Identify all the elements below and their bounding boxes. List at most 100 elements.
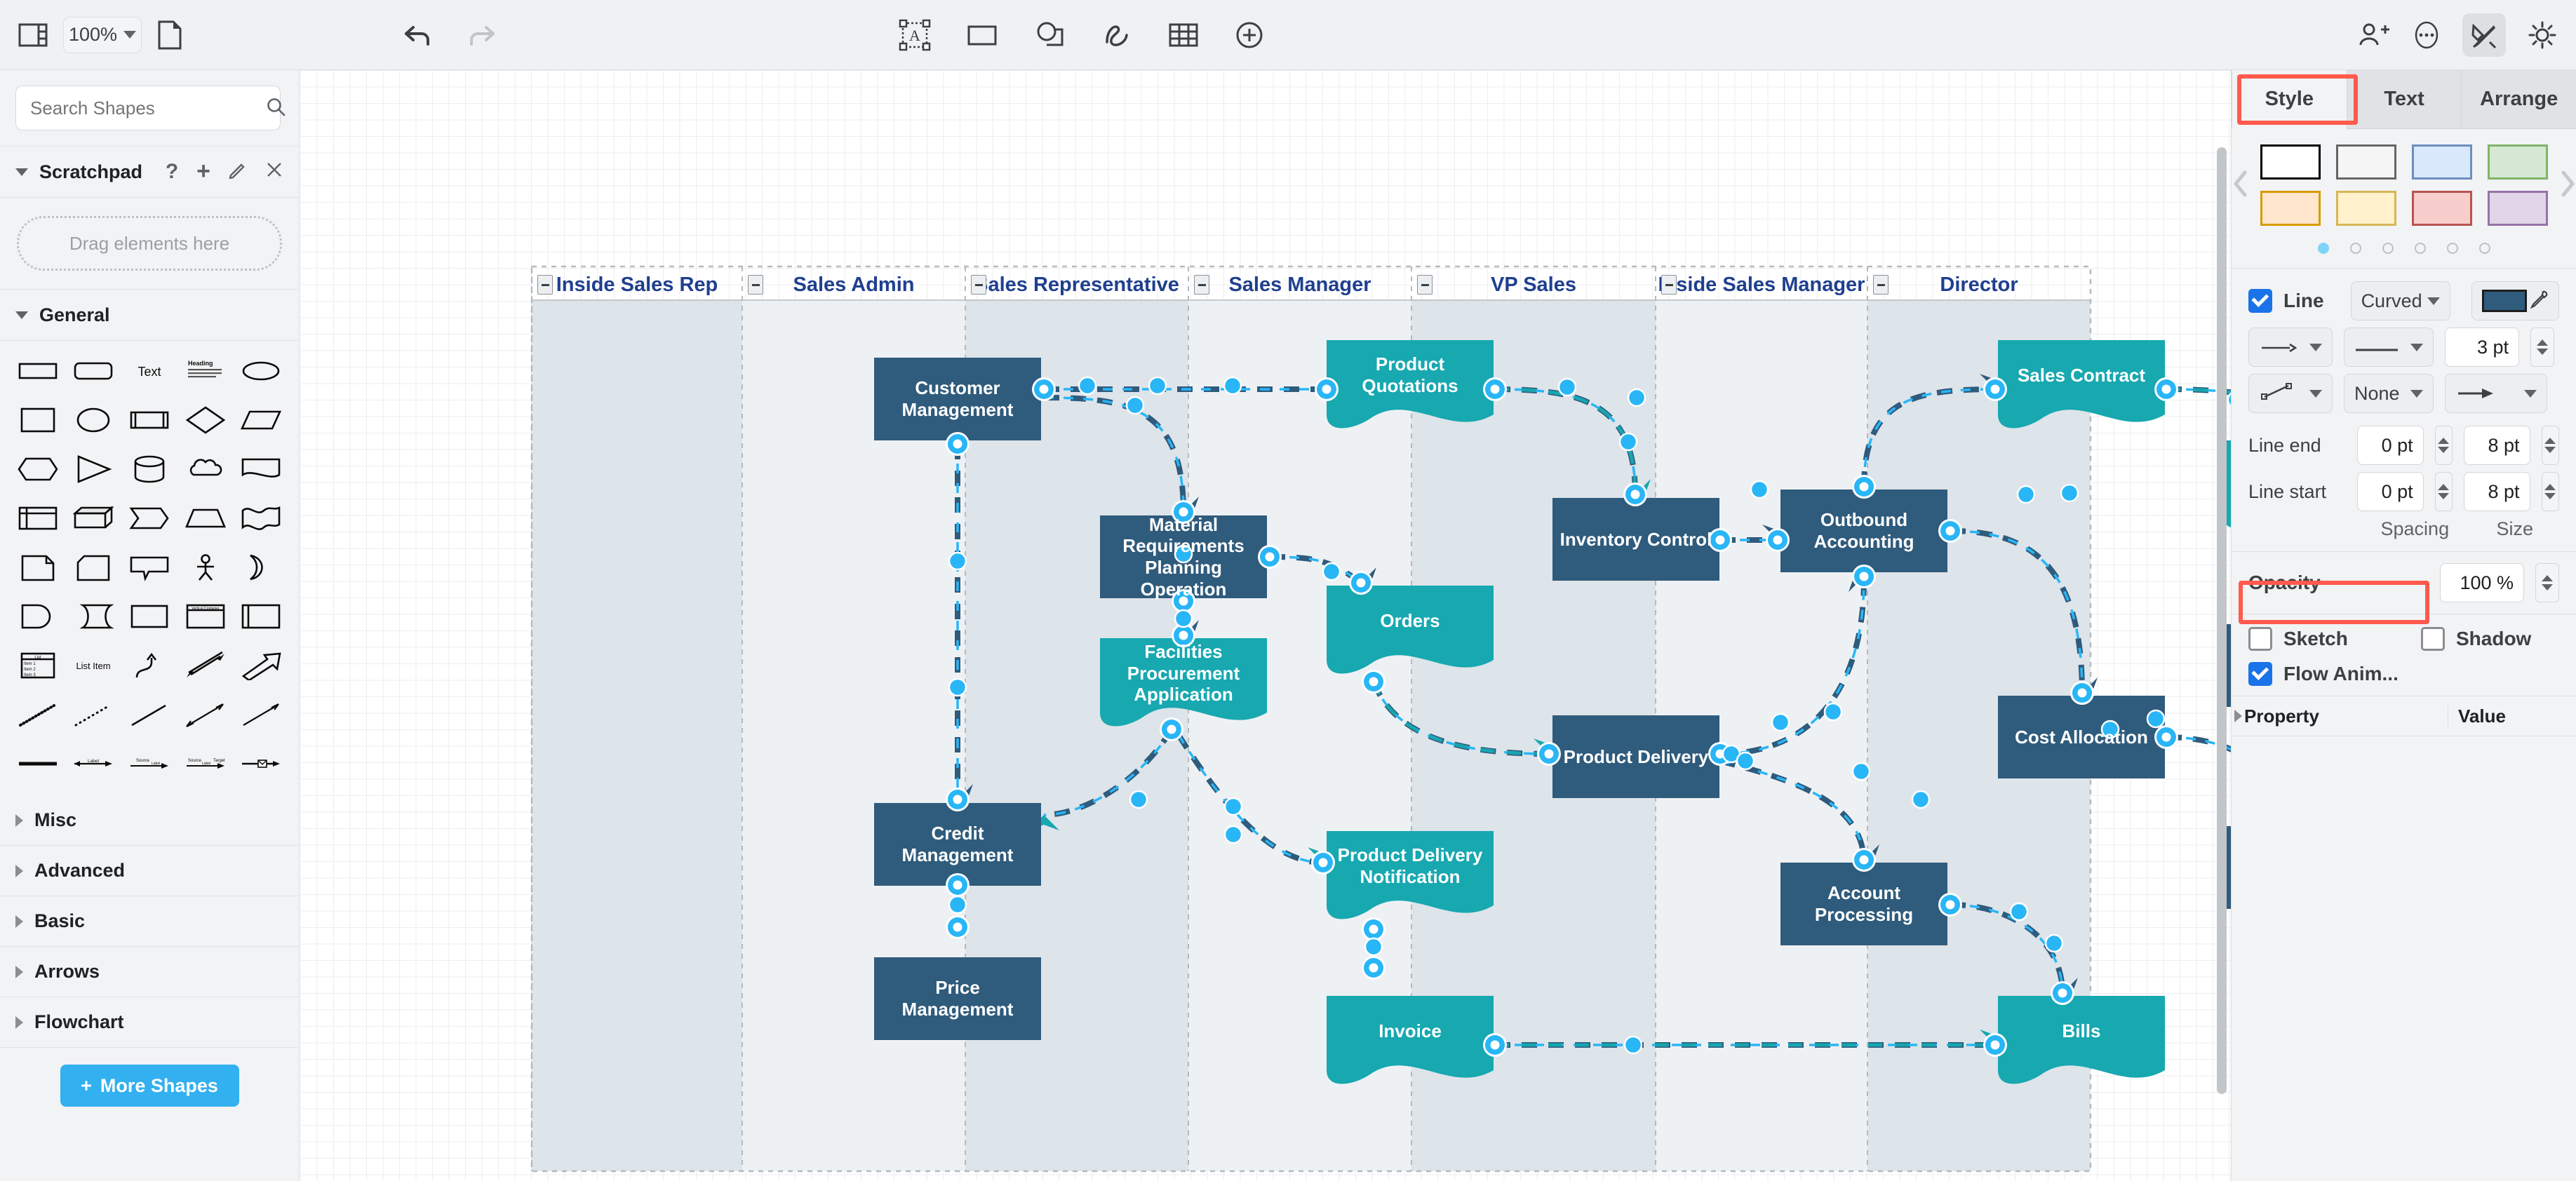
insert-plus-icon[interactable] <box>1233 19 1266 51</box>
line-style-select[interactable]: Curved <box>2350 281 2450 320</box>
shape-thick-line[interactable] <box>10 739 66 788</box>
sidebar-section-advanced[interactable]: Advanced <box>0 846 299 896</box>
diagram-node-price-management[interactable]: Price Management <box>874 957 1041 1040</box>
diagram-node-customer-management[interactable]: Customer Management <box>874 358 1041 440</box>
shape-cloud[interactable] <box>177 445 234 494</box>
sidebar-section-misc[interactable]: Misc <box>0 795 299 846</box>
shape-dotted-line-1[interactable] <box>10 690 66 739</box>
diagram-node-product-quotations[interactable]: Product Quotations <box>1327 340 1494 410</box>
swimlane-title-inside-sales-manager[interactable]: Inside Sales Manager <box>1658 274 1865 297</box>
diagram-node-bills[interactable]: Bills <box>1998 996 2165 1066</box>
more-options-icon[interactable] <box>2412 19 2441 51</box>
shape-dotted-line-2[interactable] <box>66 690 122 739</box>
swimlane-collapse-button[interactable] <box>1417 275 1433 295</box>
shadow-checkbox[interactable] <box>2421 627 2445 651</box>
line-start-size-input[interactable]: 8 pt <box>2464 472 2530 511</box>
shape-note[interactable] <box>10 543 66 592</box>
shape-card[interactable] <box>66 543 122 592</box>
tab-arrange[interactable]: Arrange <box>2461 70 2576 129</box>
diagram-node-cost-allocation[interactable]: Cost Allocation <box>1998 696 2165 778</box>
palette-page-dot-4[interactable] <box>2446 243 2458 254</box>
rectangle-tool-icon[interactable] <box>965 21 999 49</box>
text-tool-icon[interactable]: A <box>898 18 932 52</box>
shape-rounded-rectangle[interactable] <box>66 346 122 396</box>
shape-horizontal-container[interactable] <box>233 592 289 641</box>
tab-style[interactable]: Style <box>2232 70 2347 129</box>
diagram-node-orders[interactable]: Orders <box>1327 586 1494 656</box>
line-start-size-stepper[interactable] <box>2541 472 2559 511</box>
eyedropper-icon[interactable] <box>2529 289 2549 313</box>
line-checkbox[interactable] <box>2248 289 2272 313</box>
shape-trapezoid[interactable] <box>177 494 234 543</box>
shape-tape[interactable] <box>233 494 289 543</box>
diagram-node-credit-management[interactable]: Credit Management <box>874 803 1041 886</box>
more-shapes-button[interactable]: + More Shapes <box>60 1065 239 1107</box>
help-icon[interactable]: ? <box>165 160 179 183</box>
sidebar-section-basic[interactable]: Basic <box>0 896 299 947</box>
swimlane-collapse-button[interactable] <box>1194 275 1209 295</box>
shape-bidirectional-arrow[interactable] <box>177 641 234 690</box>
shape-list-item[interactable]: List Item <box>66 641 122 690</box>
shape-textbox-heading[interactable]: Heading <box>177 346 234 396</box>
style-swatch-6[interactable] <box>2411 191 2472 226</box>
search-shapes-box[interactable] <box>15 86 286 130</box>
shape-double-arrow-line[interactable] <box>177 690 234 739</box>
sidebar-section-arrows[interactable]: Arrows <box>0 947 299 997</box>
shape-process[interactable] <box>121 396 177 445</box>
add-person-icon[interactable] <box>2357 20 2391 50</box>
shape-internal-storage[interactable] <box>10 494 66 543</box>
line-start-arrow-select[interactable] <box>2248 328 2333 367</box>
table-tool-icon[interactable] <box>1167 20 1200 50</box>
sun-icon[interactable] <box>2527 20 2558 50</box>
line-width-stepper[interactable] <box>2530 328 2554 367</box>
diagram-node-account-processing[interactable]: Account Processing <box>1780 863 1947 945</box>
line-end-spacing-stepper[interactable] <box>2434 426 2453 465</box>
shape-single-arrow-line[interactable] <box>233 690 289 739</box>
edit-pencil-icon[interactable] <box>229 161 247 184</box>
shape-or-shape[interactable] <box>233 543 289 592</box>
shape-diamond[interactable] <box>177 396 234 445</box>
shape-curved-arrow[interactable] <box>121 641 177 690</box>
line-end-arrow-select[interactable] <box>2445 374 2547 413</box>
line-end-spacing-input[interactable]: 0 pt <box>2357 426 2424 465</box>
shape-vertical-container[interactable]: Vertical Container <box>177 592 234 641</box>
line-start-spacing-input[interactable]: 0 pt <box>2357 472 2424 511</box>
swimlane-title-sales-manager[interactable]: Sales Manager <box>1228 274 1371 297</box>
swimlane-collapse-button[interactable] <box>971 275 986 295</box>
diagram-node-inventory-control[interactable]: Inventory Control <box>1552 498 1719 581</box>
shape-hexagon[interactable] <box>10 445 66 494</box>
line-width-input[interactable]: 3 pt <box>2445 328 2519 367</box>
sidebar-section-flowchart[interactable]: Flowchart <box>0 997 299 1048</box>
scratchpad-dropzone[interactable]: Drag elements here <box>17 216 282 271</box>
undo-icon[interactable] <box>403 23 434 47</box>
shape-callout[interactable] <box>121 543 177 592</box>
palette-page-dot-1[interactable] <box>2349 243 2361 254</box>
palette-page-dot-2[interactable] <box>2382 243 2394 254</box>
swimlane-title-vp-sales[interactable]: VP Sales <box>1491 274 1576 297</box>
diagram-node-material-requirements-planning-operation[interactable]: Material Requirements Planning Operation <box>1100 514 1267 600</box>
palette-page-dot-5[interactable] <box>2478 243 2490 254</box>
plus-icon[interactable]: + <box>196 158 210 185</box>
line-start-spacing-stepper[interactable] <box>2434 472 2453 511</box>
style-swatch-7[interactable] <box>2487 191 2548 226</box>
swimlane-title-sales-admin[interactable]: Sales Admin <box>793 274 915 297</box>
opacity-input[interactable]: 100 % <box>2440 563 2524 602</box>
style-swatch-5[interactable] <box>2335 191 2396 226</box>
shape-document[interactable] <box>233 445 289 494</box>
palette-next-arrow[interactable] <box>2558 168 2576 203</box>
diagram-node-product-delivery-notification[interactable]: Product Delivery Notification <box>1327 831 1494 901</box>
palette-prev-arrow[interactable] <box>2231 168 2250 203</box>
shapes-tool-icon[interactable] <box>1033 20 1066 50</box>
shape-cube[interactable] <box>66 494 122 543</box>
shape-link-edge[interactable] <box>233 739 289 788</box>
swimlane-title-director[interactable]: Director <box>1940 274 2018 297</box>
diagram-node-invoice[interactable]: Invoice <box>1327 996 1494 1066</box>
opacity-stepper[interactable] <box>2535 563 2559 602</box>
style-swatch-3[interactable] <box>2487 144 2548 180</box>
shape-delay[interactable] <box>10 592 66 641</box>
style-swatch-2[interactable] <box>2411 144 2472 180</box>
shape-square[interactable] <box>10 396 66 445</box>
